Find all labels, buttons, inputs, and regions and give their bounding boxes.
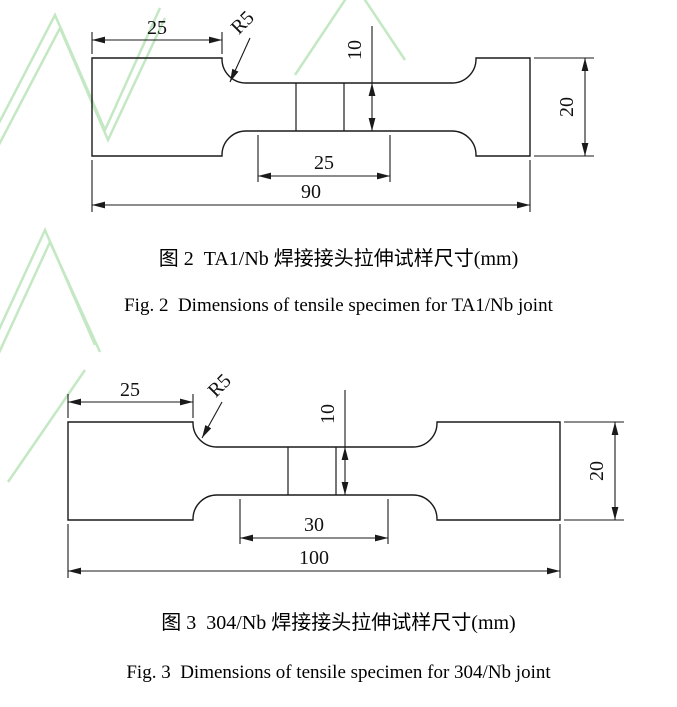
fig2-caption-zh: 图 2 TA1/Nb 焊接接头拉伸试样尺寸(mm) — [158, 248, 519, 270]
dim-gauge-width: 10 — [344, 26, 376, 131]
specimen-outline — [67, 421, 561, 521]
specimen-outline — [91, 57, 531, 157]
fig3-caption-zh: 图 3 304/Nb 焊接接头拉伸试样尺寸(mm) — [161, 612, 516, 634]
dim-label-gauge-width: 10 — [317, 404, 339, 424]
dim-label-fillet-radius: R5 — [204, 370, 236, 402]
dim-label-fillet-radius: R5 — [227, 10, 259, 39]
dim-grip-width: 20 — [564, 421, 624, 521]
fig2-specimen-drawing: 25 R5 10 20 25 — [91, 10, 594, 212]
watermark-stroke — [0, 238, 102, 354]
dim-label-overall-length: 90 — [301, 181, 321, 203]
dim-fillet-radius: R5 — [227, 10, 259, 83]
dim-label-grip-width: 20 — [556, 97, 578, 117]
dim-grip-length: 25 — [67, 379, 194, 418]
dim-gauge-length: 30 — [239, 499, 389, 544]
dim-overall-length: 90 — [91, 160, 531, 212]
dim-fillet-radius: R5 — [201, 370, 236, 439]
dim-gauge-width: 10 — [317, 390, 349, 495]
dim-label-grip-length: 25 — [120, 379, 140, 401]
dim-label-gauge-length: 25 — [314, 152, 334, 174]
dim-label-gauge-width: 10 — [344, 40, 366, 60]
dim-overall-length: 100 — [67, 524, 561, 578]
fig3-caption-en: Fig. 3 Dimensions of tensile specimen fo… — [126, 662, 551, 683]
watermark-stroke — [0, 17, 167, 146]
fig2-caption-en: Fig. 2 Dimensions of tensile specimen fo… — [124, 295, 553, 316]
watermark-stroke — [293, 0, 407, 76]
dim-label-grip-length: 25 — [147, 17, 167, 39]
dim-label-overall-length: 100 — [299, 547, 329, 569]
dim-gauge-length: 25 — [257, 135, 391, 182]
watermark-stroke — [6, 369, 87, 483]
dim-grip-length: 25 — [91, 17, 223, 54]
dim-grip-width: 20 — [534, 57, 594, 157]
fig3-specimen-drawing: 25 R5 10 20 30 — [67, 370, 624, 578]
dim-label-grip-width: 20 — [586, 461, 608, 481]
dim-label-gauge-length: 30 — [304, 514, 324, 536]
